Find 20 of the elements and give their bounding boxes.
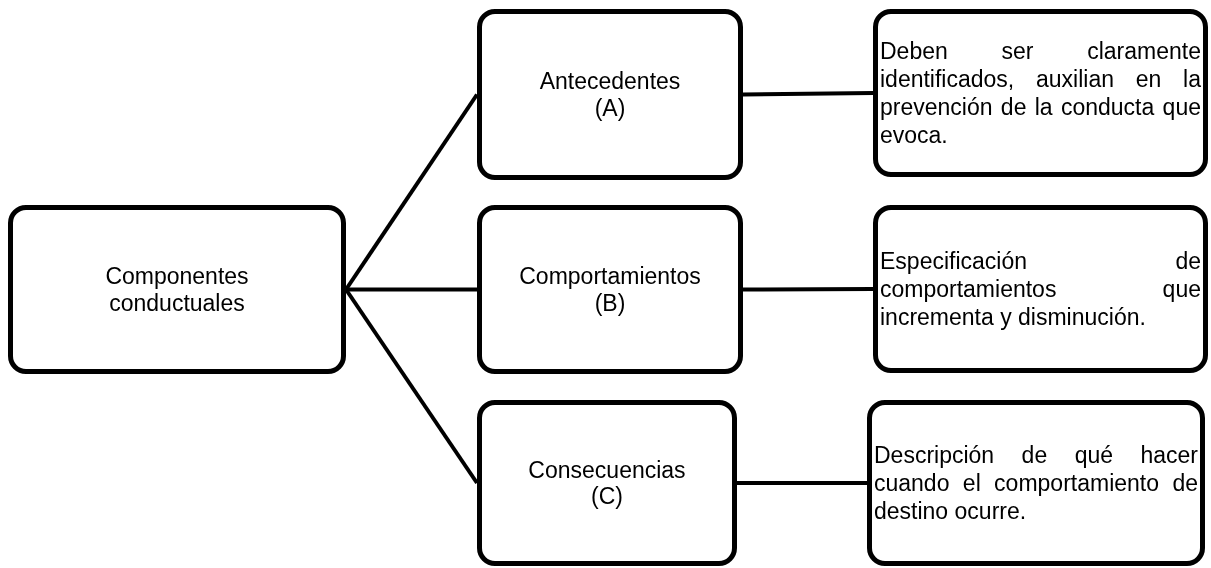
connector-line xyxy=(742,91,874,97)
description-box xyxy=(873,205,1208,373)
connector-line xyxy=(743,287,873,292)
description-text: Descripción de qué hacer cuando el comportamiento de destino ocurre. xyxy=(874,440,1198,526)
connector-line xyxy=(344,93,479,291)
connector-line xyxy=(346,287,477,292)
description-box xyxy=(867,400,1205,566)
process-box xyxy=(8,205,346,374)
box-label: Consecuencias (C) xyxy=(528,456,686,510)
description-text: Deben ser claramente identificados, auxilian en la prevención de la conducta que evoca. xyxy=(880,36,1201,150)
connector-line xyxy=(344,288,479,485)
description-text: Especificación de comportamientos que incrementa y disminución. xyxy=(880,246,1201,332)
connector-line xyxy=(737,481,867,485)
process-box xyxy=(477,400,737,566)
box-label: Comportamientos (B) xyxy=(519,263,701,316)
process-box xyxy=(477,205,743,374)
description-box xyxy=(873,9,1208,177)
box-label: Antecedentes (A) xyxy=(539,68,681,121)
process-box xyxy=(477,9,743,180)
box-label: Componentes conductuales xyxy=(105,263,249,316)
